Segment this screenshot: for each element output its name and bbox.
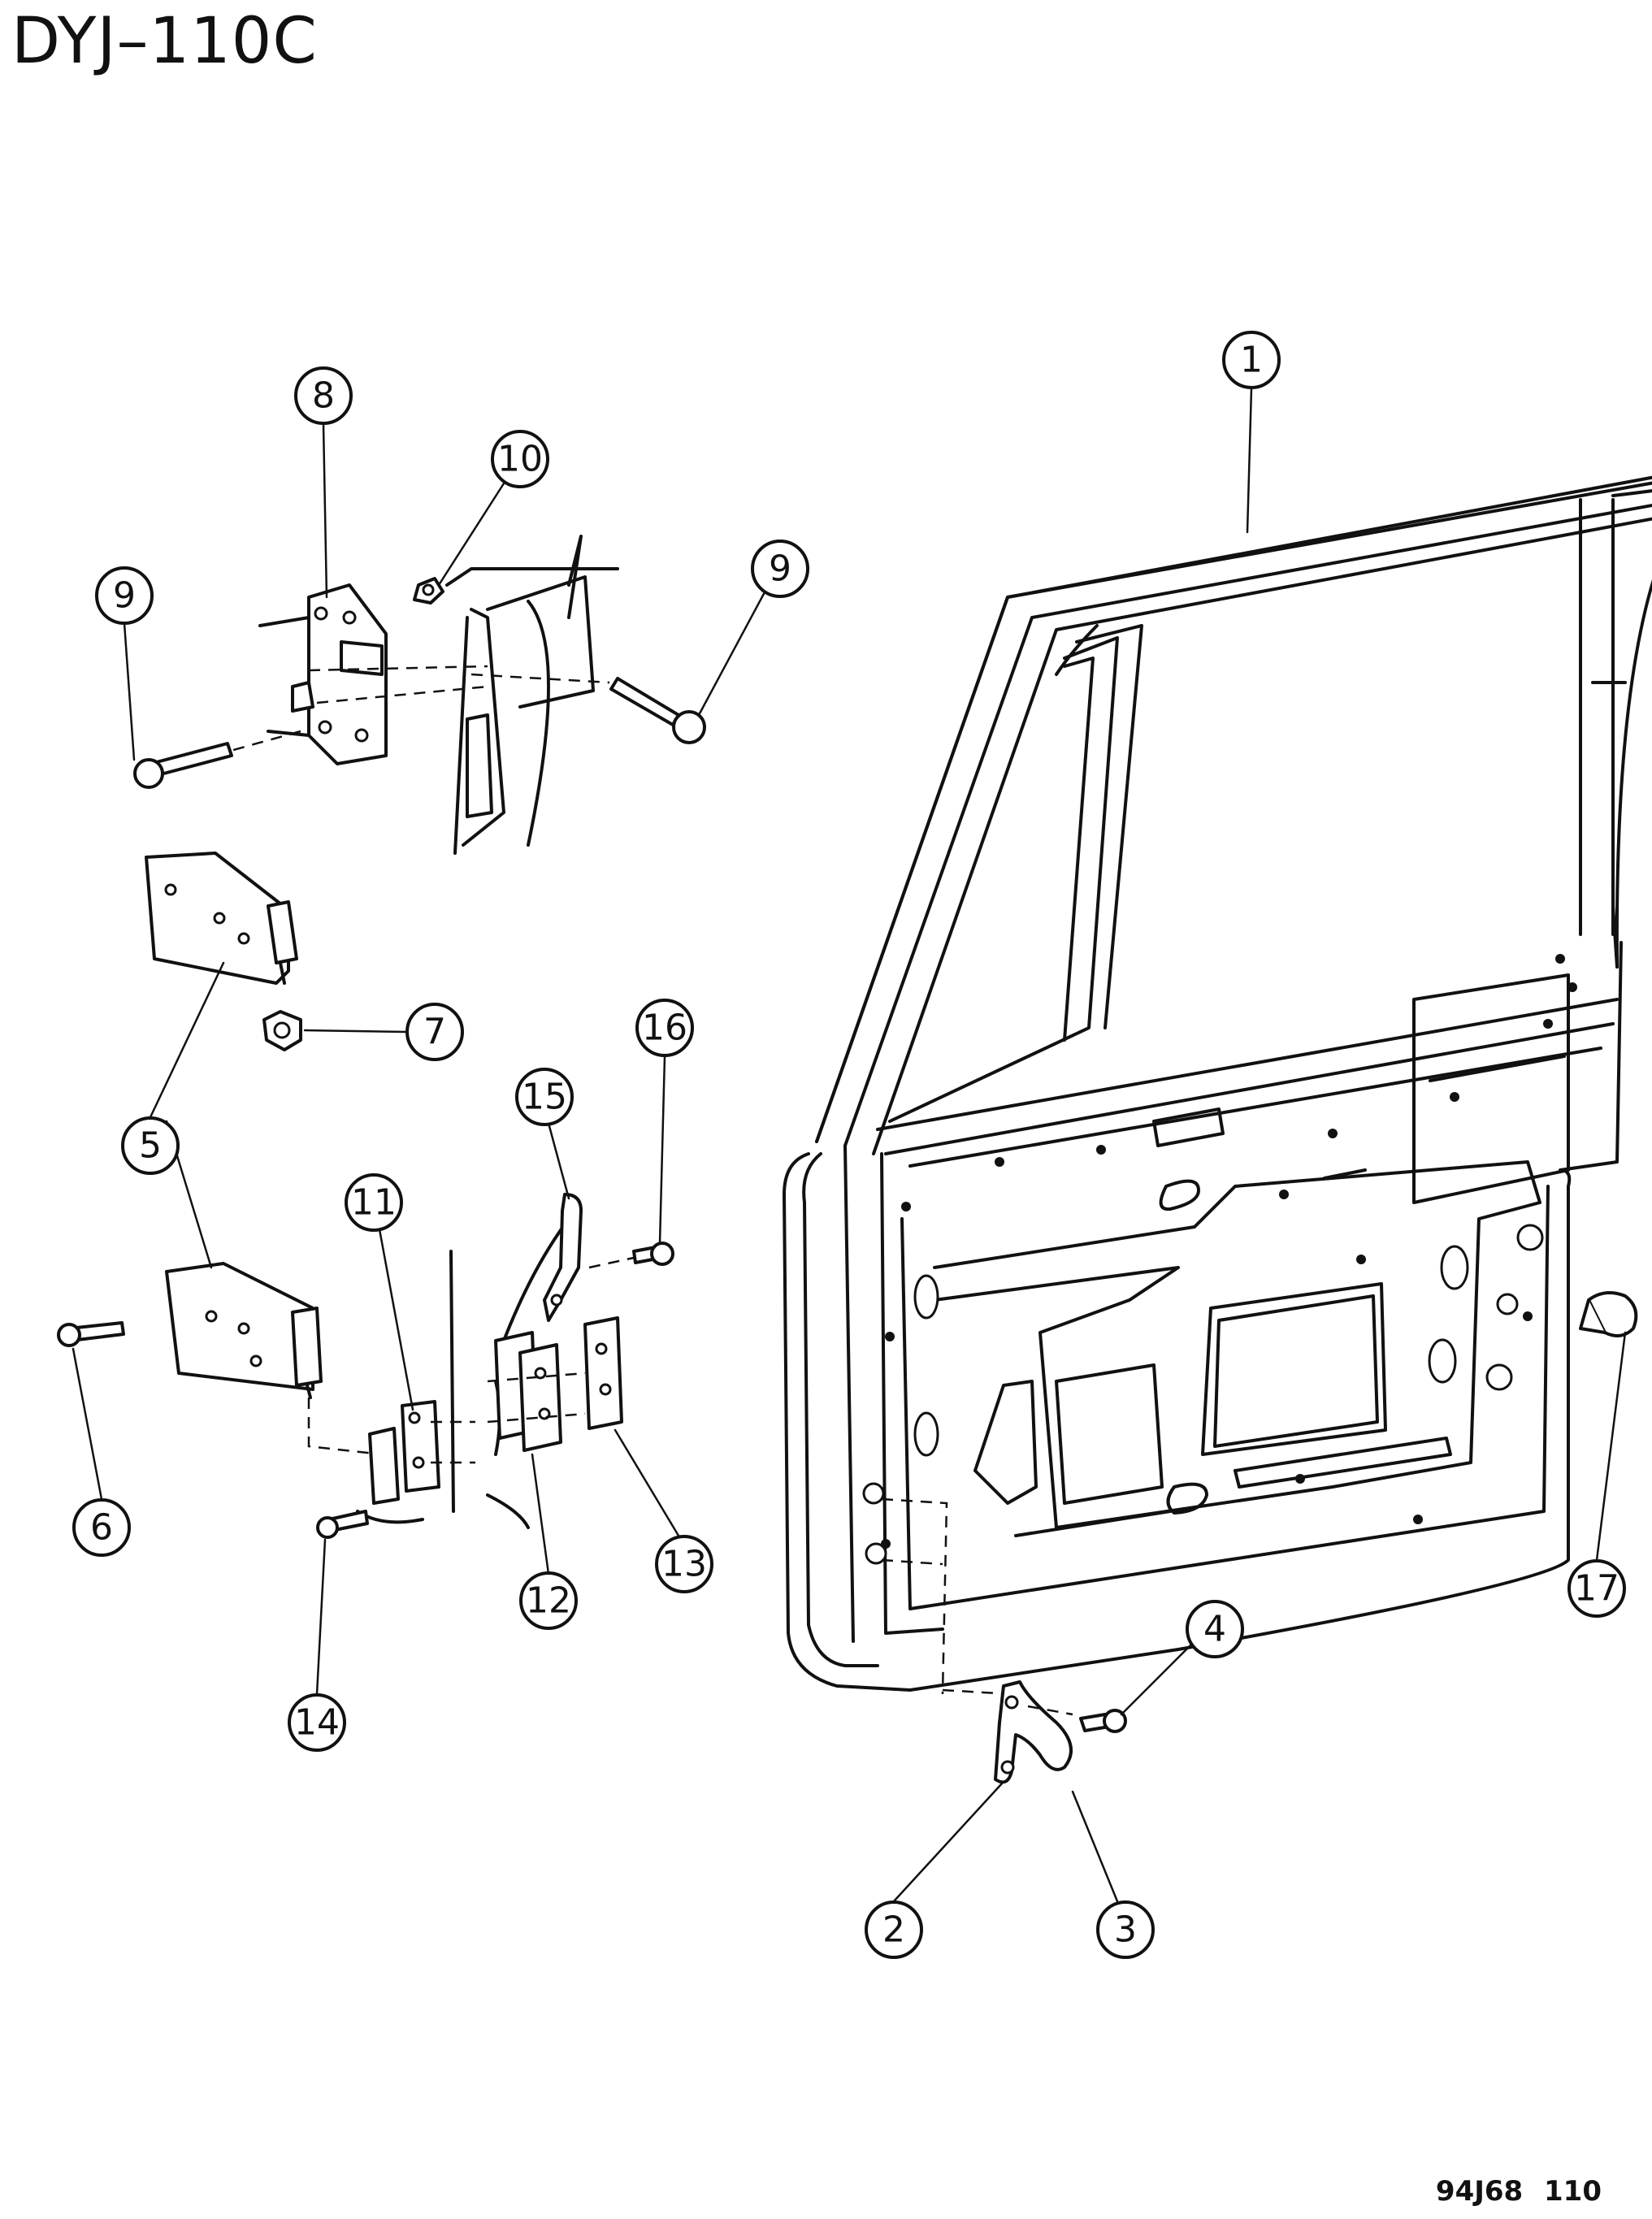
svg-text:4: 4 xyxy=(1203,1609,1226,1650)
svg-text:1: 1 xyxy=(1240,340,1263,381)
svg-text:12: 12 xyxy=(526,1580,571,1622)
diagram-code: DYJ–110C xyxy=(11,5,318,78)
callout-9-left: 9 xyxy=(95,566,154,625)
svg-text:6: 6 xyxy=(90,1507,113,1549)
callout-11: 11 xyxy=(345,1173,403,1232)
svg-text:3: 3 xyxy=(1114,1909,1137,1951)
callout-14: 14 xyxy=(288,1693,346,1752)
callout-13: 13 xyxy=(655,1535,713,1593)
callout-16: 16 xyxy=(635,999,694,1057)
callout-3: 3 xyxy=(1096,1900,1155,1959)
callout-10: 10 xyxy=(491,430,549,488)
callout-4: 4 xyxy=(1186,1600,1244,1658)
svg-text:10: 10 xyxy=(497,439,543,480)
callout-12: 12 xyxy=(519,1571,578,1630)
callout-1: 1 xyxy=(1222,331,1281,389)
callout-5: 5 xyxy=(121,1116,180,1175)
svg-text:9: 9 xyxy=(769,548,791,590)
leader-lines xyxy=(72,387,1627,1903)
callout-2: 2 xyxy=(865,1900,923,1959)
check-strap-drawing xyxy=(994,1680,1127,1784)
callout-15: 15 xyxy=(515,1068,574,1126)
door-assembly-drawing xyxy=(783,475,1652,1696)
svg-text:5: 5 xyxy=(139,1125,162,1167)
callout-6: 6 xyxy=(72,1498,131,1557)
callout-8: 8 xyxy=(294,366,353,425)
upper-hinge-drawing xyxy=(133,535,706,855)
hinge-shim-plates-drawing xyxy=(486,1193,674,1529)
svg-text:14: 14 xyxy=(294,1702,340,1744)
callout-7: 7 xyxy=(405,1003,464,1061)
svg-text:8: 8 xyxy=(312,375,335,417)
plug-drawing xyxy=(1579,1291,1638,1337)
svg-text:2: 2 xyxy=(882,1909,905,1951)
svg-text:13: 13 xyxy=(661,1544,707,1585)
svg-text:7: 7 xyxy=(423,1012,446,1053)
illustration-reference-code: 94J68 110 xyxy=(1435,2175,1602,2208)
svg-text:11: 11 xyxy=(351,1182,397,1224)
svg-text:17: 17 xyxy=(1574,1568,1619,1610)
svg-text:9: 9 xyxy=(113,575,136,617)
svg-text:15: 15 xyxy=(522,1077,567,1118)
lower-hinge-drawing xyxy=(57,852,475,1539)
svg-text:16: 16 xyxy=(642,1008,687,1049)
callout-9-right: 9 xyxy=(751,540,809,598)
callout-17: 17 xyxy=(1567,1559,1626,1618)
